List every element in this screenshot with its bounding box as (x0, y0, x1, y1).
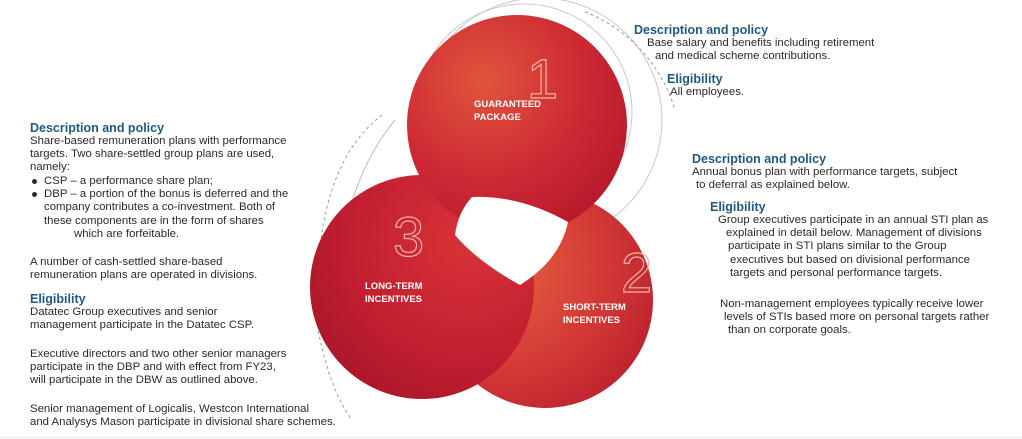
bottom-divider (0, 437, 1022, 438)
long-term-senior-line: Senior management of Logicalis, Westcon … (30, 403, 310, 415)
short-term-elig-line: Group executives participate in an annua… (718, 214, 989, 226)
label-short-term-line1: SHORT-TERM (563, 302, 626, 313)
long-term-exec-line: Executive directors and two other senior… (30, 348, 287, 360)
guaranteed-desc-heading: Description and policy (634, 23, 769, 37)
short-term-extra-line: than on corporate goals. (728, 324, 851, 337)
bullet-csp: CSP – a performance share plan; (30, 175, 288, 188)
long-term-exec-line: participate in the DBP and with effect f… (30, 361, 276, 374)
short-term-extra-line: levels of STIs based more on personal ta… (724, 311, 990, 324)
short-term-extra-line: Non-management employees typically recei… (720, 298, 984, 310)
guaranteed-elig-line: All employees. (670, 86, 745, 98)
short-term-desc-line: Annual bonus plan with performance targe… (692, 166, 958, 178)
long-term-plan-list: CSP – a performance share plan; DBP – a … (30, 175, 288, 241)
label-long-term-line1: LONG-TERM (365, 281, 423, 292)
bullet-dbp-cont: which are forfeitable. (74, 227, 180, 240)
long-term-exec-text: Executive directors and two other senior… (30, 348, 286, 388)
dashed-arc-right (584, 11, 676, 111)
long-term-elig-text: Datatec Group executives and senior mana… (30, 306, 254, 332)
guaranteed-elig-text: All employees. (670, 86, 744, 99)
guaranteed-desc-line: Base salary and benefits including retir… (647, 37, 875, 49)
short-term-elig-line: participate in STI plans similar to the … (728, 240, 947, 253)
label-short-term-line2: INCENTIVES (563, 315, 620, 326)
short-term-extra-text: Non-management employees typically recei… (720, 298, 989, 338)
short-term-elig-heading: Eligibility (710, 200, 766, 214)
short-term-elig-line: explained in detail below. Management of… (726, 227, 982, 240)
long-term-elig-heading: Eligibility (30, 292, 86, 306)
long-term-elig-line: management participate in the Datatec CS… (30, 319, 254, 332)
guaranteed-desc-text: Base salary and benefits including retir… (647, 37, 874, 63)
short-term-desc-text: Annual bonus plan with performance targe… (692, 166, 957, 192)
bullet-dbp: DBP – a portion of the bonus is deferred… (30, 188, 288, 201)
long-term-intro-text: Share-based remuneration plans with perf… (30, 135, 286, 175)
guaranteed-elig-heading: Eligibility (667, 72, 723, 86)
circle-number-2: 2 (621, 241, 652, 304)
long-term-intro-line: Share-based remuneration plans with perf… (30, 135, 287, 147)
long-term-senior-line: and Analysys Mason participate in divisi… (30, 416, 336, 429)
long-term-exec-line: will participate in the DBW as outlined … (30, 374, 258, 387)
label-long-term-line2: INCENTIVES (365, 294, 422, 305)
long-term-cash-line: A number of cash-settled share-based (30, 256, 223, 268)
long-term-senior-text: Senior management of Logicalis, Westcon … (30, 403, 336, 429)
guaranteed-desc-line: and medical scheme contributions. (655, 50, 831, 63)
label-guaranteed-line1: GUARANTEED (474, 99, 541, 110)
long-term-intro-line: namely: (30, 161, 70, 174)
long-term-desc-heading: Description and policy (30, 121, 165, 135)
circle-guaranteed (407, 15, 627, 235)
long-term-elig-line: Datatec Group executives and senior (30, 306, 218, 318)
short-term-desc-heading: Description and policy (692, 152, 827, 166)
long-term-cash-text: A number of cash-settled share-based rem… (30, 256, 257, 282)
bullet-dbp-cont: company contributes a co-investment. Bot… (44, 201, 276, 214)
label-guaranteed-line2: PACKAGE (474, 112, 521, 123)
short-term-elig-line: targets and personal performance targets… (730, 266, 943, 279)
circle-number-3: 3 (393, 205, 424, 268)
center-void (455, 196, 568, 285)
short-term-elig-text: Group executives participate in an annua… (718, 214, 988, 280)
long-term-intro-line: targets. Two share-settled group plans a… (30, 148, 275, 161)
short-term-elig-line: executives but based on divisional perfo… (730, 253, 970, 266)
short-term-desc-line: to deferral as explained below. (696, 179, 850, 192)
bullet-dbp-cont: these components are in the form of shar… (44, 214, 264, 227)
circle-number-1: 1 (527, 47, 558, 110)
long-term-cash-line: remuneration plans are operated in divis… (30, 269, 258, 282)
